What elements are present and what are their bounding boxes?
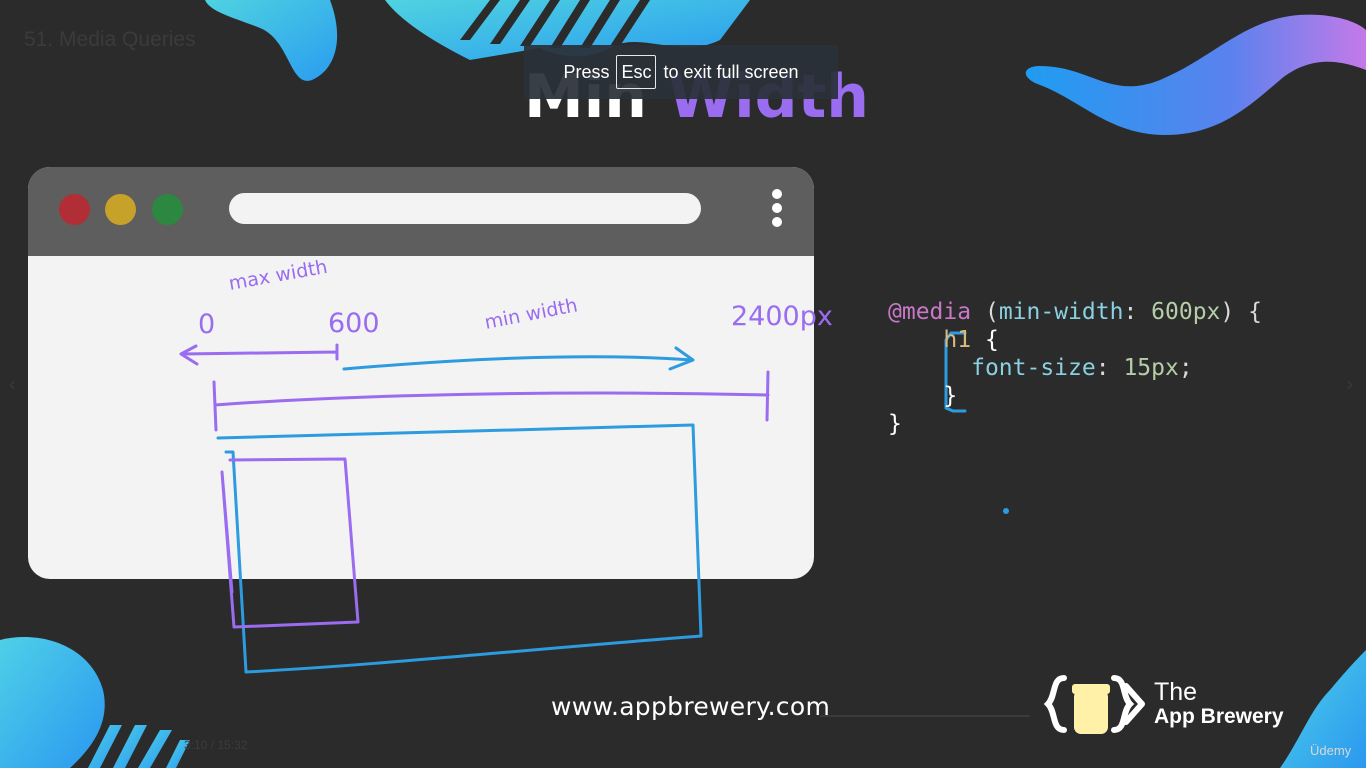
previous-lecture-arrow-icon[interactable]: ‹ — [8, 372, 16, 396]
annotation-600: 600 — [328, 308, 380, 339]
top-stripes — [460, 0, 650, 48]
brand-the: The — [1154, 678, 1198, 706]
narrow-box — [220, 457, 360, 629]
lecture-title: 51. Media Queries — [24, 28, 196, 51]
min-width-arrow — [342, 346, 695, 371]
wide-box — [216, 423, 703, 674]
browser-mockup — [28, 167, 814, 579]
code-snippet: @media (min-width: 600px) { h1 { font-si… — [888, 298, 1262, 438]
code-feature-value: 600px — [1151, 299, 1221, 325]
max-width-arrow — [179, 343, 339, 366]
code-at-rule: @media — [888, 299, 972, 325]
annotation-min-width: min width — [483, 294, 580, 334]
next-lecture-arrow-icon[interactable]: › — [1346, 372, 1354, 396]
code-brace-open: { — [984, 327, 999, 353]
code-value: 15px — [1123, 355, 1179, 381]
esc-key: Esc — [616, 55, 657, 89]
code-prop-colon: : — [1095, 355, 1110, 381]
code-close: ) { — [1220, 299, 1262, 325]
time-readout: 3:10 / 15:32 — [184, 738, 248, 752]
top-left-blob — [205, 0, 338, 81]
code-bracket — [944, 331, 967, 413]
code-property: font-size — [971, 355, 1096, 381]
annotation-zero: 0 — [198, 309, 215, 340]
code-colon: : — [1123, 299, 1138, 325]
close-dot-icon — [59, 194, 90, 225]
cursor-dot — [1003, 508, 1009, 514]
address-bar — [229, 193, 701, 224]
annotation-end: 2400px — [731, 301, 833, 332]
notice-suffix: to exit full screen — [663, 61, 799, 82]
browser-toolbar — [28, 167, 814, 256]
code-feature: min-width — [998, 299, 1124, 325]
top-right-wave — [1025, 14, 1366, 135]
code-selector: h1 — [943, 327, 972, 353]
notice-prefix: Press — [563, 61, 610, 82]
maximize-dot-icon — [152, 194, 183, 225]
code-brace-inner-close: } — [943, 383, 958, 409]
brand-name: App Brewery — [1154, 705, 1284, 728]
fullscreen-notice: Press Esc to exit full screen — [524, 45, 838, 99]
bottom-right-blob — [1280, 650, 1366, 768]
annotation-max-width: max width — [227, 256, 329, 295]
app-brewery-logo-icon — [1043, 675, 1145, 734]
website-url: www.appbrewery.com — [551, 692, 831, 721]
code-semicolon: ; — [1178, 355, 1193, 381]
bottom-left-stripes — [88, 725, 190, 768]
code-paren: ( — [984, 299, 999, 325]
code-brace-outer-close: } — [888, 411, 902, 437]
kebab-menu-icon — [767, 189, 787, 231]
full-width-line — [212, 370, 770, 432]
bottom-left-blob — [0, 637, 105, 768]
minimize-dot-icon — [105, 194, 136, 225]
udemy-logo: Üdemy — [1310, 743, 1352, 758]
